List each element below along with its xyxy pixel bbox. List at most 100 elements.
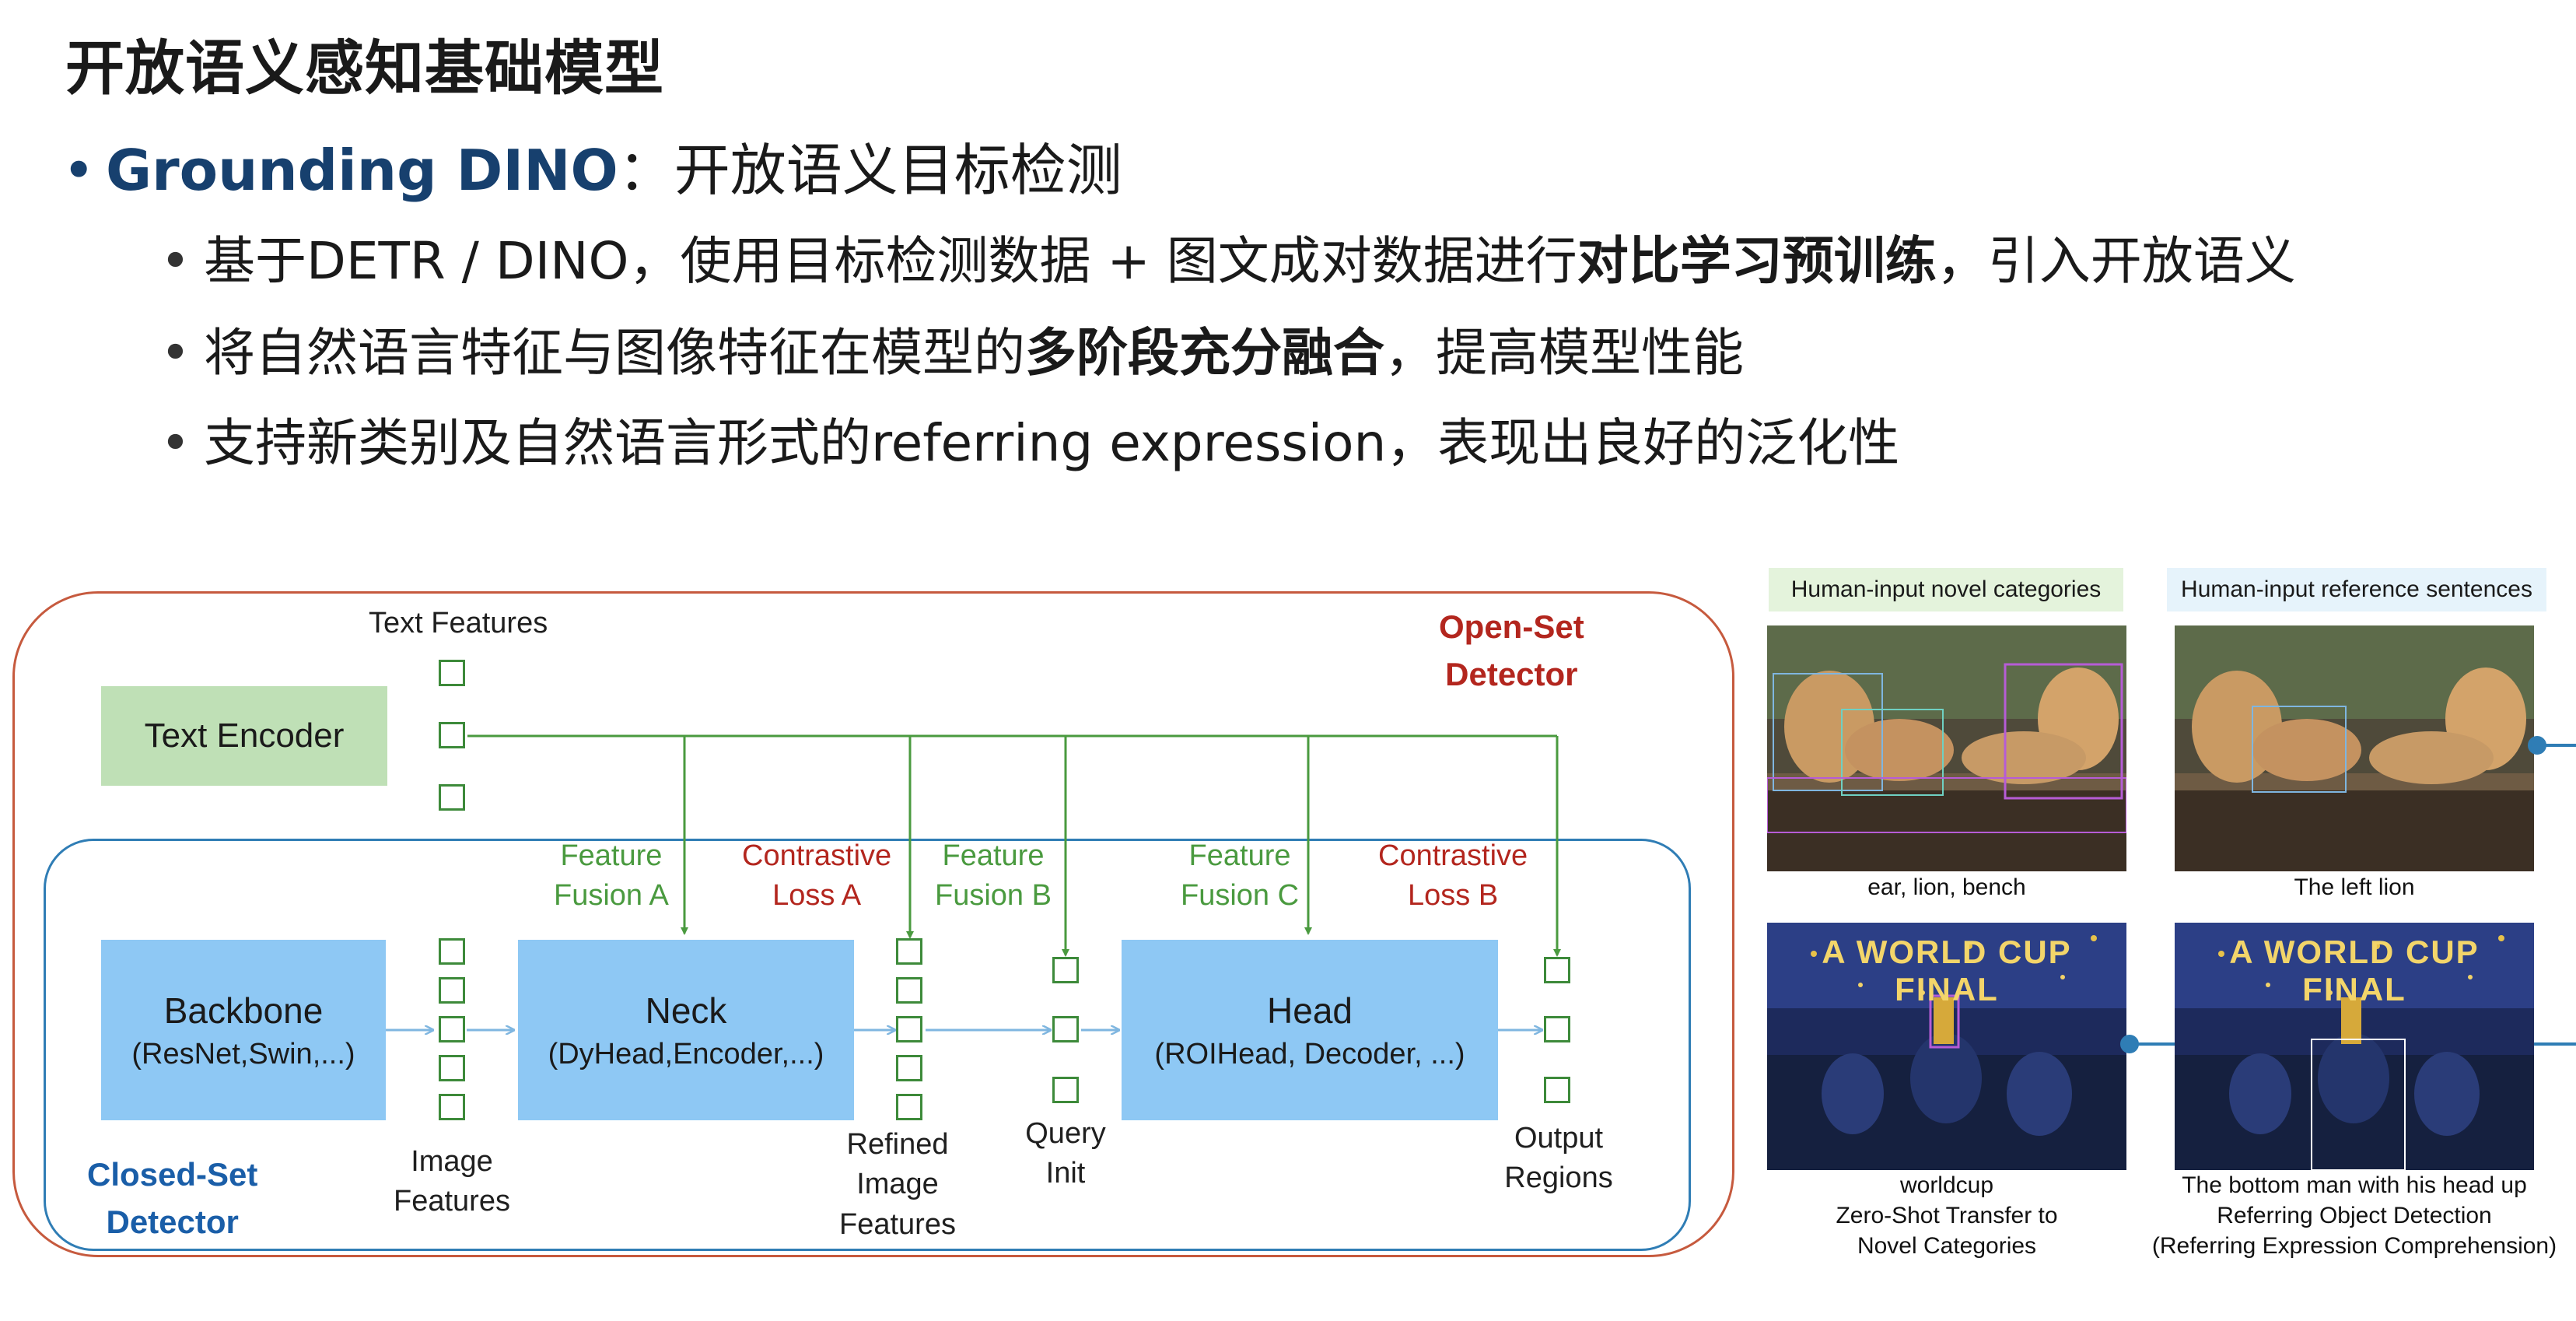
- query-init-line-2: Init: [1045, 1157, 1086, 1190]
- worldcup-photo-detection: A WORLD CUP FINAL: [1767, 923, 2126, 1170]
- image-feature-token: [439, 977, 465, 1004]
- task-zero-shot-line-2: Novel Categories: [1857, 1233, 2037, 1259]
- open-set-line-1: Open-Set: [1439, 608, 1584, 645]
- refined-image-features-label: Refined Image Features: [834, 1125, 961, 1245]
- bullet-grounding-dino: •Grounding DINO：开放语义目标检测: [62, 124, 1122, 206]
- feature-fusion-a-line-2: Fusion A: [554, 879, 669, 913]
- contrastive-loss-a-line-1: Contrastive: [742, 839, 892, 872]
- bullet-main-text: ：开放语义目标检测: [618, 138, 1122, 203]
- query-init-line-1: Query: [1025, 1117, 1106, 1150]
- image-feature-token: [439, 1094, 465, 1120]
- head-subtitle: (ROIHead, Decoder, ...): [1154, 1037, 1465, 1070]
- slide-title: 开放语义感知基础模型: [65, 33, 664, 103]
- refined-feature-token: [896, 1055, 922, 1081]
- image-feature-token: [439, 938, 465, 965]
- lion-scene-image: [2175, 625, 2534, 871]
- image-feature-token: [439, 1055, 465, 1081]
- feature-fusion-c-line-2: Fusion C: [1181, 879, 1300, 913]
- caption-worldcup: worldcup: [1899, 1172, 1994, 1198]
- feature-fusion-c-line-1: Feature: [1188, 839, 1291, 872]
- text-feature-token: [439, 660, 465, 686]
- worldcup-photo-referring: A WORLD CUP FINAL: [2175, 923, 2534, 1170]
- head-title: Head: [1267, 990, 1353, 1031]
- closed-set-line-1: Closed-Set: [87, 1156, 258, 1193]
- caption-worldcup-group: worldcup Zero-Shot Transfer to Novel Cat…: [1767, 1170, 2126, 1261]
- output-regions-label: Output Regions: [1496, 1119, 1621, 1199]
- feature-fusion-b-line-2: Fusion B: [935, 879, 1052, 913]
- text-feature-lines: [467, 734, 1561, 957]
- refined-features-line-3: Features: [839, 1207, 956, 1241]
- text-features-label: Text Features: [369, 607, 548, 639]
- image-features-line-2: Features: [394, 1185, 510, 1218]
- lion-scene-image: [1767, 625, 2126, 871]
- bullet-dot: •: [62, 138, 96, 203]
- image-feature-token: [439, 1016, 465, 1042]
- contrastive-loss-b-line-2: Loss B: [1408, 879, 1499, 913]
- sub-bullet-fusion: •将自然语言特征与图像特征在模型的多阶段充分融合，提高模型性能: [160, 311, 1744, 386]
- task-referring-line-1: Referring Object Detection: [2217, 1203, 2492, 1228]
- lion-photo-referring: [2175, 625, 2534, 871]
- sub-bullet-generalization: •支持新类别及自然语言形式的referring expression，表现出良好…: [160, 401, 1899, 476]
- output-region-token: [1544, 957, 1570, 983]
- closed-set-line-2: Detector: [106, 1203, 239, 1240]
- feature-fusion-b-line-1: Feature: [942, 839, 1045, 872]
- contrastive-loss-b-label: Contrastive Loss B: [1378, 836, 1528, 916]
- sub3-text: 支持新类别及自然语言形式的referring expression，表现出良好的…: [204, 413, 1900, 473]
- caption-left-lion: The left lion: [2294, 874, 2415, 900]
- refined-feature-token: [896, 1016, 922, 1042]
- query-init-label: Query Init: [1011, 1114, 1120, 1194]
- open-set-line-2: Detector: [1445, 655, 1578, 692]
- closed-set-detector-frame: [44, 839, 1691, 1251]
- image-features-line-1: Image: [411, 1145, 493, 1178]
- query-token: [1052, 957, 1079, 983]
- bullet-dot: •: [160, 231, 191, 291]
- backbone-subtitle: (ResNet,Swin,...): [131, 1037, 355, 1070]
- feature-fusion-c-label: Feature Fusion C: [1181, 836, 1299, 916]
- feature-fusion-b-label: Feature Fusion B: [935, 836, 1052, 916]
- sub2-text-post: ，提高模型性能: [1384, 323, 1744, 383]
- sub1-text-bold: 对比学习预训练: [1577, 231, 1937, 291]
- caption-bottom-man: The bottom man with his head up: [2182, 1172, 2527, 1198]
- sub1-text-post: ，引入开放语义: [1936, 231, 2296, 291]
- feature-fusion-a-line-1: Feature: [560, 839, 663, 872]
- backbone-block: Backbone (ResNet,Swin,...): [101, 940, 386, 1120]
- text-encoder-block: Text Encoder: [101, 686, 387, 786]
- sub2-text-pre: 将自然语言特征与图像特征在模型的: [204, 323, 1025, 383]
- contrastive-loss-b-line-1: Contrastive: [1378, 839, 1528, 872]
- caption-ear-lion-bench: ear, lion, bench: [1867, 874, 2026, 900]
- refined-feature-token: [896, 977, 922, 1004]
- sub-bullet-pretraining: •基于DETR / DINO，使用目标检测数据 + 图文成对数据进行对比学习预训…: [160, 219, 2296, 294]
- refined-features-line-1: Refined: [846, 1128, 949, 1161]
- task-referring-line-2: (Referring Expression Comprehension): [2151, 1233, 2557, 1259]
- worldcup-banner-text: A WORLD CUP FINAL: [1822, 934, 2072, 1007]
- head-block: Head (ROIHead, Decoder, ...): [1122, 940, 1498, 1120]
- text-feature-token: [439, 784, 465, 811]
- image-features-label: Image Features: [394, 1142, 510, 1222]
- neck-title: Neck: [645, 990, 727, 1031]
- open-set-detector-label: Open-Set Detector: [1439, 604, 1584, 699]
- sub1-text-pre: 基于DETR / DINO，使用目标检测数据 + 图文成对数据进行: [204, 231, 1577, 291]
- bullet-dot: •: [160, 413, 191, 473]
- output-region-token: [1544, 1077, 1570, 1103]
- closed-set-detector-label: Closed-Set Detector: [87, 1151, 257, 1246]
- caption-bottom-man-group: The bottom man with his head up Referrin…: [2150, 1170, 2559, 1261]
- worldcup-scene-image: [1767, 923, 2126, 1170]
- query-token: [1052, 1016, 1079, 1042]
- refined-features-line-2: Image: [856, 1168, 939, 1201]
- text-feature-token: [439, 722, 465, 748]
- sub2-text-bold: 多阶段充分融合: [1025, 323, 1384, 383]
- bullet-dot: •: [160, 323, 191, 383]
- output-region-token: [1544, 1016, 1570, 1042]
- model-name: Grounding DINO: [106, 138, 618, 203]
- backbone-title: Backbone: [163, 990, 324, 1031]
- contrastive-loss-a-line-2: Loss A: [772, 879, 862, 913]
- output-regions-line-1: Output: [1514, 1122, 1604, 1155]
- refined-feature-token: [896, 938, 922, 965]
- contrastive-loss-a-label: Contrastive Loss A: [742, 836, 891, 916]
- open-set-detector-frame: [12, 591, 1734, 1257]
- text-encoder-label: Text Encoder: [144, 717, 345, 755]
- header-reference-sentences: Human-input reference sentences: [2167, 568, 2546, 611]
- refined-feature-token: [896, 1094, 922, 1120]
